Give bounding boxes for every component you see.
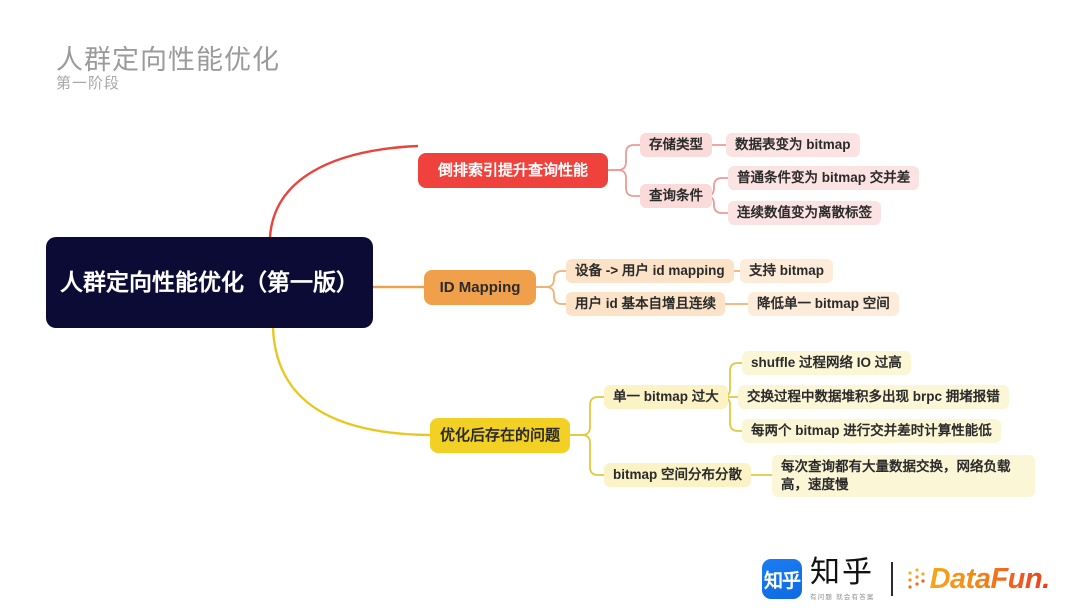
leaf-node-supports-bitmap[interactable]: 支持 bitmap xyxy=(740,259,834,283)
sub-node-device-to-user-id-mapping[interactable]: 设备 -> 用户 id mapping xyxy=(566,259,734,283)
leaf-node-brpc-congestion-error[interactable]: 交换过程中数据堆积多出现 brpc 拥堵报错 xyxy=(738,385,1009,409)
leaf-node-normal-condition-bitmap-ops[interactable]: 普通条件变为 bitmap 交并差 xyxy=(728,166,920,190)
leaf-node-shuffle-network-io-high[interactable]: shuffle 过程网络 IO 过高 xyxy=(742,351,911,375)
page-title: 人群定向性能优化 xyxy=(56,45,280,75)
branch-node-remaining-problems[interactable]: 优化后存在的问题 xyxy=(430,418,570,453)
leaf-node-pairwise-bitmap-ops-slow[interactable]: 每两个 bitmap 进行交并差时计算性能低 xyxy=(742,419,1001,443)
sub-node-storage-type[interactable]: 存储类型 xyxy=(640,133,712,157)
sub-node-user-id-auto-increment[interactable]: 用户 id 基本自增且连续 xyxy=(566,292,725,316)
zhihu-logo-mark: 知乎 xyxy=(762,559,802,599)
footer-divider xyxy=(890,562,893,596)
footer-logos: 知乎 知乎 有问题 就会有答案 DataFun. xyxy=(762,556,1050,602)
leaf-node-reduce-single-bitmap-space[interactable]: 降低单一 bitmap 空间 xyxy=(748,292,899,316)
sub-node-bitmap-space-scattered[interactable]: bitmap 空间分布分散 xyxy=(604,463,752,487)
leaf-node-table-to-bitmap[interactable]: 数据表变为 bitmap xyxy=(726,133,860,157)
zhihu-wordmark-text: 知乎 xyxy=(810,555,874,589)
branch-node-inverted-index[interactable]: 倒排索引提升查询性能 xyxy=(418,153,608,188)
zhihu-tagline: 有问题 就会有答案 xyxy=(810,593,875,601)
zhihu-wordmark: 知乎 有问题 就会有答案 xyxy=(810,555,875,601)
datafun-logo: DataFun. xyxy=(907,563,1050,596)
page-subtitle: 第一阶段 xyxy=(56,75,121,92)
mindmap-root-node[interactable]: 人群定向性能优化（第一版） xyxy=(46,237,373,328)
sub-node-query-condition[interactable]: 查询条件 xyxy=(640,184,712,208)
branch-node-id-mapping[interactable]: ID Mapping xyxy=(424,270,536,305)
leaf-node-heavy-data-exchange-slow[interactable]: 每次查询都有大量数据交换，网络负载高，速度慢 xyxy=(772,455,1035,497)
sub-node-single-bitmap-too-large[interactable]: 单一 bitmap 过大 xyxy=(604,385,728,409)
datafun-wordmark: DataFun. xyxy=(929,562,1051,595)
leaf-node-continuous-to-discrete-tags[interactable]: 连续数值变为离散标签 xyxy=(728,201,881,225)
datafun-dots-icon xyxy=(908,568,925,589)
